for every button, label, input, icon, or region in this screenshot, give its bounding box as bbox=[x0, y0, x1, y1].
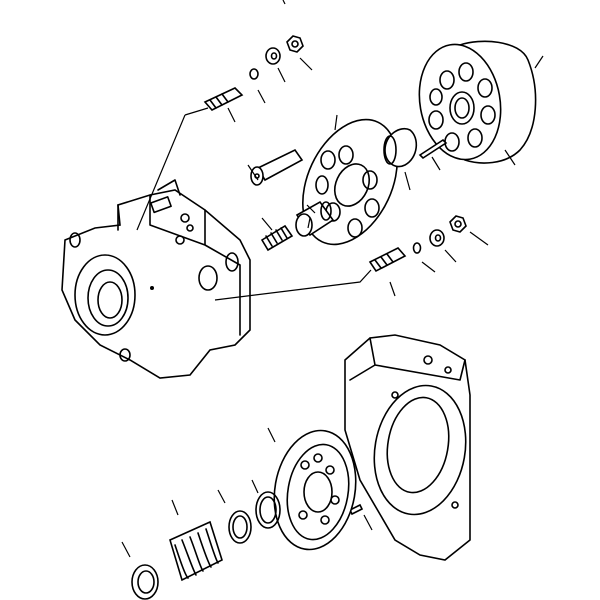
upper-nut bbox=[286, 35, 304, 53]
center-pin bbox=[418, 138, 448, 160]
spring-washer bbox=[131, 564, 159, 600]
lower-o-ring bbox=[412, 242, 422, 254]
spherical-bushing bbox=[383, 128, 418, 168]
end-cover bbox=[344, 334, 471, 561]
retainer-plate bbox=[273, 429, 357, 551]
lower-washer bbox=[429, 229, 445, 247]
lower-stud bbox=[214, 247, 407, 301]
dowel-pin bbox=[348, 503, 364, 516]
small-spring bbox=[260, 224, 294, 252]
leader-tick bbox=[282, 0, 286, 5]
cylinder-block bbox=[418, 40, 537, 164]
spacer-ring bbox=[228, 510, 252, 544]
large-spring bbox=[169, 520, 223, 582]
pump-housing bbox=[61, 179, 251, 379]
lower-nut bbox=[449, 215, 467, 233]
upper-washer bbox=[265, 47, 281, 65]
sleeve bbox=[295, 200, 335, 237]
upper-stud bbox=[136, 87, 244, 231]
snap-ring bbox=[255, 491, 281, 529]
piston bbox=[250, 148, 304, 186]
upper-o-ring bbox=[249, 68, 259, 80]
leader-ticks bbox=[121, 55, 544, 558]
